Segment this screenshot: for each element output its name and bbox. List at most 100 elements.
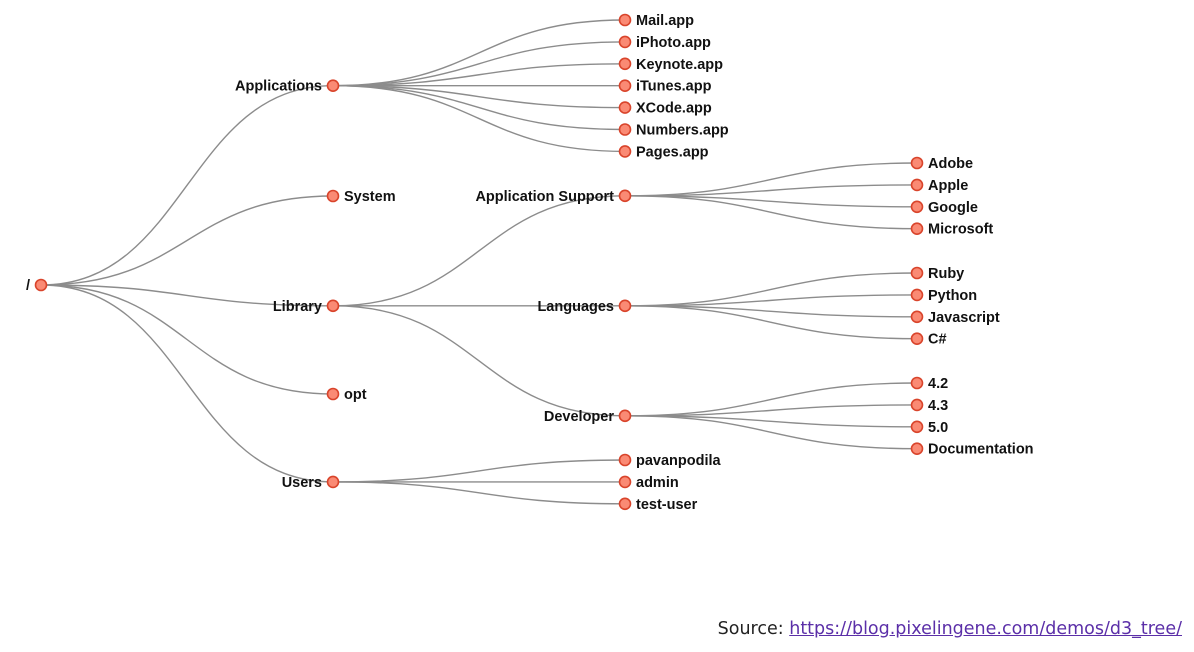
tree-node-root[interactable]: / [26,278,48,294]
node-label: test-user [636,497,698,513]
tree-node-xcode-app[interactable]: XCode.app [618,101,712,117]
tree-node-system[interactable]: System [326,189,396,205]
node-label: Application Support [475,189,614,205]
node-circle[interactable] [618,123,632,136]
node-label: Keynote.app [636,57,723,73]
node-circle[interactable] [618,57,632,71]
link-applications-to-pages-app [332,85,626,153]
tree-node-adobe[interactable]: Adobe [910,156,974,172]
tree-node-apple[interactable]: Apple [910,178,969,194]
link-application-support-to-google [624,195,918,208]
node-label: XCode.app [636,101,712,117]
tree-node-javascript[interactable]: Javascript [910,310,1000,326]
link-root-to-opt [40,284,334,395]
node-circle[interactable] [910,288,924,302]
node-label: Microsoft [928,222,993,238]
tree-node-ruby[interactable]: Ruby [910,266,965,282]
node-circle[interactable] [910,376,924,390]
node-circle[interactable] [910,398,924,412]
tree-node-opt[interactable]: opt [326,387,367,403]
node-circle[interactable] [618,497,632,511]
source-link[interactable]: https://blog.pixelingene.com/demos/d3_tr… [789,619,1182,639]
link-application-support-to-apple [624,184,918,197]
tree-links [40,19,918,505]
node-circle[interactable] [910,222,924,235]
node-circle[interactable] [910,178,924,192]
node-circle[interactable] [910,200,924,214]
node-label: Users [282,475,322,491]
node-label: Documentation [928,442,1034,458]
node-label: Mail.app [636,13,694,29]
node-label: Ruby [928,266,964,282]
node-label: Numbers.app [636,123,729,139]
node-circle[interactable] [618,79,632,92]
node-circle[interactable] [618,145,632,158]
link-applications-to-mail-app [332,19,626,87]
tree-node-microsoft[interactable]: Microsoft [910,222,994,238]
link-root-to-library [40,284,334,307]
tree-node-keynote-app[interactable]: Keynote.app [618,57,724,73]
link-applications-to-numbers-app [332,85,626,131]
node-circle[interactable] [910,266,924,280]
node-circle[interactable] [618,299,632,313]
node-circle[interactable] [910,420,924,434]
node-circle[interactable] [326,387,340,401]
tree-node-4-2[interactable]: 4.2 [910,376,949,392]
tree-node-test-user[interactable]: test-user [618,497,698,513]
node-circle[interactable] [910,156,924,170]
tree-node-admin[interactable]: admin [618,475,679,491]
node-label: 4.3 [928,398,948,414]
node-circle[interactable] [910,442,924,456]
link-users-to-pavanpodila [332,459,626,483]
tree-node-documentation[interactable]: Documentation [910,442,1034,458]
link-developer-to-4-2 [624,382,918,417]
node-circle[interactable] [34,278,48,292]
node-label: iTunes.app [636,79,712,95]
tree-node-numbers-app[interactable]: Numbers.app [618,123,729,139]
node-circle[interactable] [618,475,632,489]
node-circle[interactable] [326,79,340,92]
node-label: Adobe [928,156,973,172]
link-users-to-test-user [332,481,626,505]
node-label: / [26,278,30,294]
link-languages-to-python [624,294,918,307]
tree-node-applications[interactable]: Applications [235,79,340,95]
tree-node-pavanpodila[interactable]: pavanpodila [618,453,722,469]
node-circle[interactable] [618,189,632,203]
tree-node-google[interactable]: Google [910,200,978,216]
node-circle[interactable] [618,101,632,114]
node-circle[interactable] [618,13,632,27]
tree-node-mail-app[interactable]: Mail.app [618,13,695,29]
link-applications-to-iphoto-app [332,41,626,87]
tree-node-languages[interactable]: Languages [537,299,632,315]
node-circle[interactable] [618,453,632,467]
node-circle[interactable] [618,409,632,423]
node-label: Applications [235,79,322,95]
tree-node-developer[interactable]: Developer [544,409,632,425]
tree-node-itunes-app[interactable]: iTunes.app [618,79,712,95]
node-circle[interactable] [910,332,924,346]
tree-node-pages-app[interactable]: Pages.app [618,144,709,160]
tree-node-iphoto-app[interactable]: iPhoto.app [618,35,712,51]
link-applications-to-keynote-app [332,63,626,87]
node-label: Javascript [928,310,1000,326]
link-library-to-application-support [332,195,626,307]
node-circle[interactable] [618,35,632,49]
link-library-to-developer [332,305,626,417]
node-circle[interactable] [326,475,340,489]
tree-node-4-3[interactable]: 4.3 [910,398,949,414]
node-circle[interactable] [910,310,924,324]
tree-node-application-support[interactable]: Application Support [475,189,632,205]
tree-node-5-0[interactable]: 5.0 [910,420,949,436]
link-applications-to-xcode-app [332,85,626,109]
node-circle[interactable] [326,189,340,203]
tree-node-python[interactable]: Python [910,288,978,304]
node-circle[interactable] [326,299,340,313]
node-label: Languages [537,299,614,315]
node-label: admin [636,475,679,491]
tree-node-c[interactable]: C# [910,332,947,348]
tree-node-library[interactable]: Library [273,299,340,315]
link-application-support-to-microsoft [624,195,918,230]
tree-node-users[interactable]: Users [282,475,340,491]
